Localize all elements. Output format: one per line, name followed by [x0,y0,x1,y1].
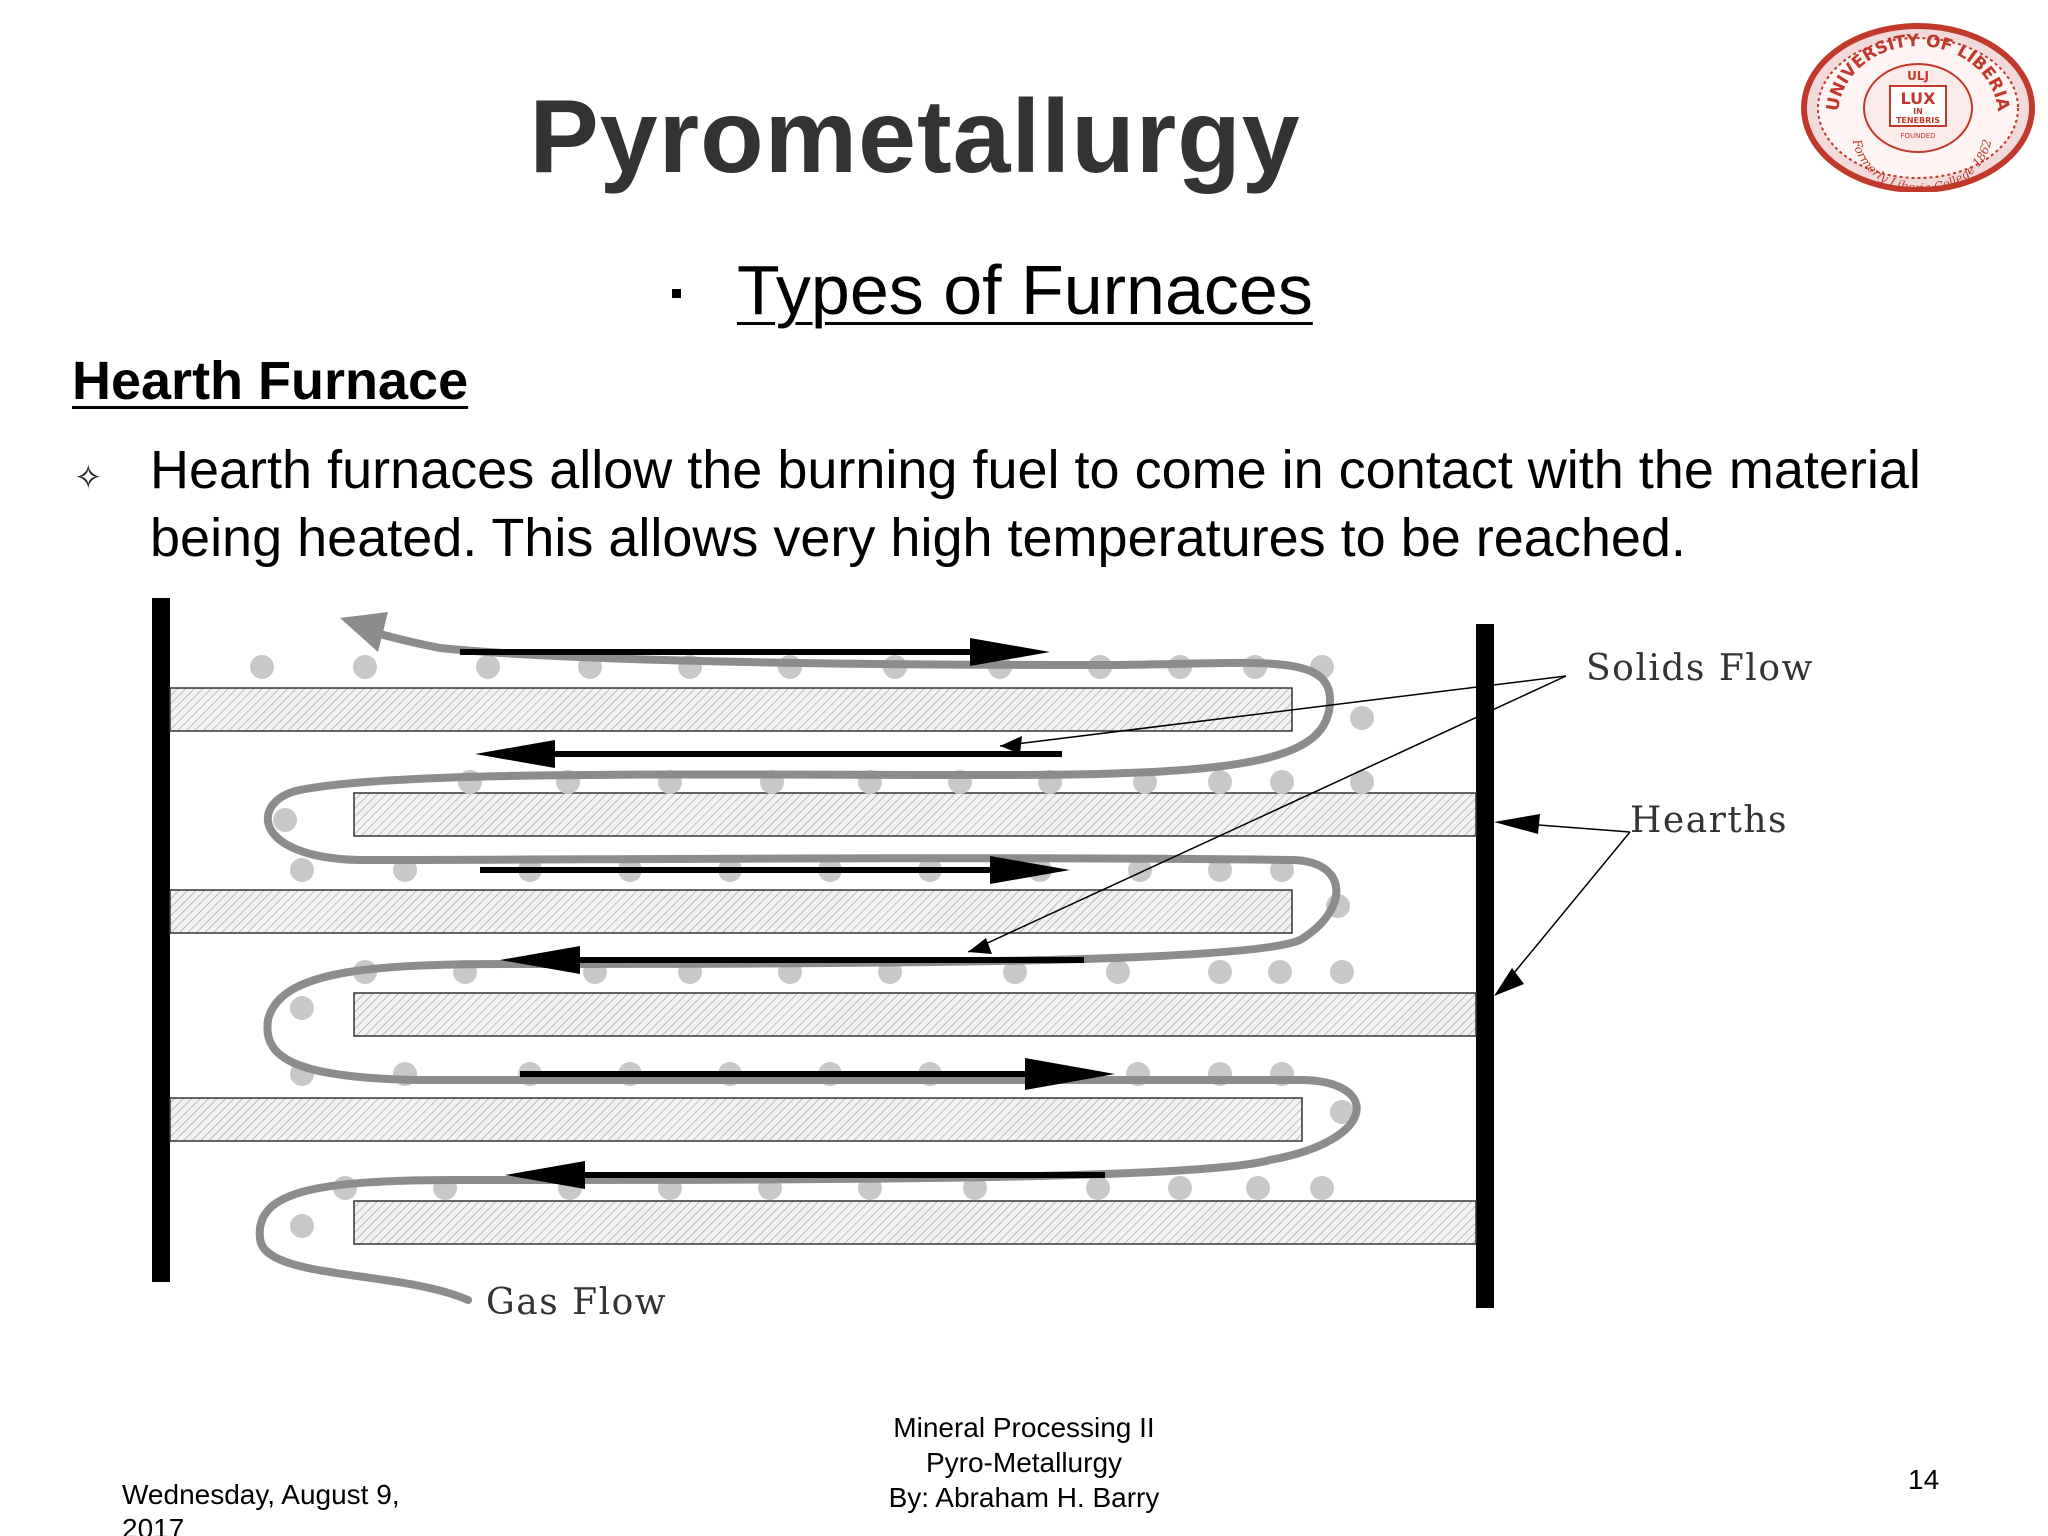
section-heading: Hearth Furnace [72,351,469,411]
solids-leader-arrowhead-1 [1000,736,1022,754]
hearth-1 [169,687,1293,732]
right-furnace-wall [1476,624,1494,1308]
hearth-3 [169,889,1293,934]
hearths-group [169,687,1477,1245]
solids-flow-arrows [460,638,1115,1189]
solids-flow-label: Solids Flow [1586,648,1814,689]
label-leader-lines [967,675,1631,991]
hearths-leader-arrowhead-2 [1494,968,1524,996]
university-seal-logo: UNIVERSITY OF LIBERIA Formerly Liberia C… [1801,23,2035,192]
hearth-2 [353,792,1477,837]
footer-course-line-3: By: Abraham H. Barry [888,1482,1160,1513]
gas-flow-arrowhead [340,612,388,652]
hearth-5 [169,1097,1303,1142]
bullet-text: Hearth furnaces allow the burning fuel t… [150,440,1921,568]
seal-motto-in: IN [1913,107,1923,116]
subtitle-row: Types of Furnaces [672,250,1313,330]
hearths-label: Hearths [1630,800,1788,841]
star-bullet-icon: ✧ [74,459,103,497]
hearth-4 [353,992,1477,1037]
seal-motto-lux: LUX [1901,89,1937,108]
page-number: 14 [1908,1464,1940,1495]
footer-date: Wednesday, August 9, 2017 [122,1479,400,1536]
gas-flow-label: Gas Flow [486,1282,667,1323]
slide-subtitle: Types of Furnaces [737,251,1313,329]
square-bullet-icon [672,288,681,298]
seal-motto-tenebris: TENEBRIS [1896,116,1940,125]
slide-title: Pyrometallurgy [529,79,1301,195]
footer-course-line-2: Pyro-Metallurgy [925,1447,1123,1478]
gas-flow-path [255,621,1361,1304]
left-furnace-wall [152,598,170,1282]
seal-emblem-text: ULJ [1907,69,1929,83]
footer-course-line-1: Mineral Processing II [893,1412,1155,1443]
solids-leader-arrowhead-2 [968,938,992,954]
footer-course-info: Mineral Processing II Pyro-Metallurgy By… [824,1410,1224,1515]
hearths-leader-arrowhead-1 [1494,814,1540,834]
hearth-6 [353,1200,1477,1245]
seal-founded-text: FOUNDED [1900,132,1935,140]
